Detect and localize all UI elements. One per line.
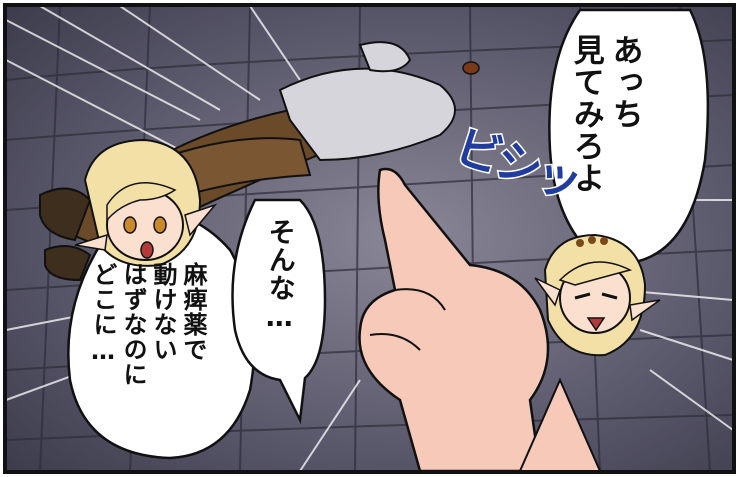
elf-girl-left [74, 138, 218, 267]
panel-border [3, 3, 736, 474]
speech-bubble-left-back [67, 211, 256, 460]
speech-text-left-short: そんな… [263, 218, 295, 334]
speech-text-right: あっち 見てみろよ [567, 34, 643, 194]
pointing-hand [358, 167, 602, 473]
speech-bubble-left-front [231, 198, 327, 425]
speech-text-left-long: 麻痺薬で 動けない はずなのに どこに… [89, 262, 207, 387]
dropped-item [462, 61, 480, 75]
elf-girl-right [534, 233, 661, 357]
